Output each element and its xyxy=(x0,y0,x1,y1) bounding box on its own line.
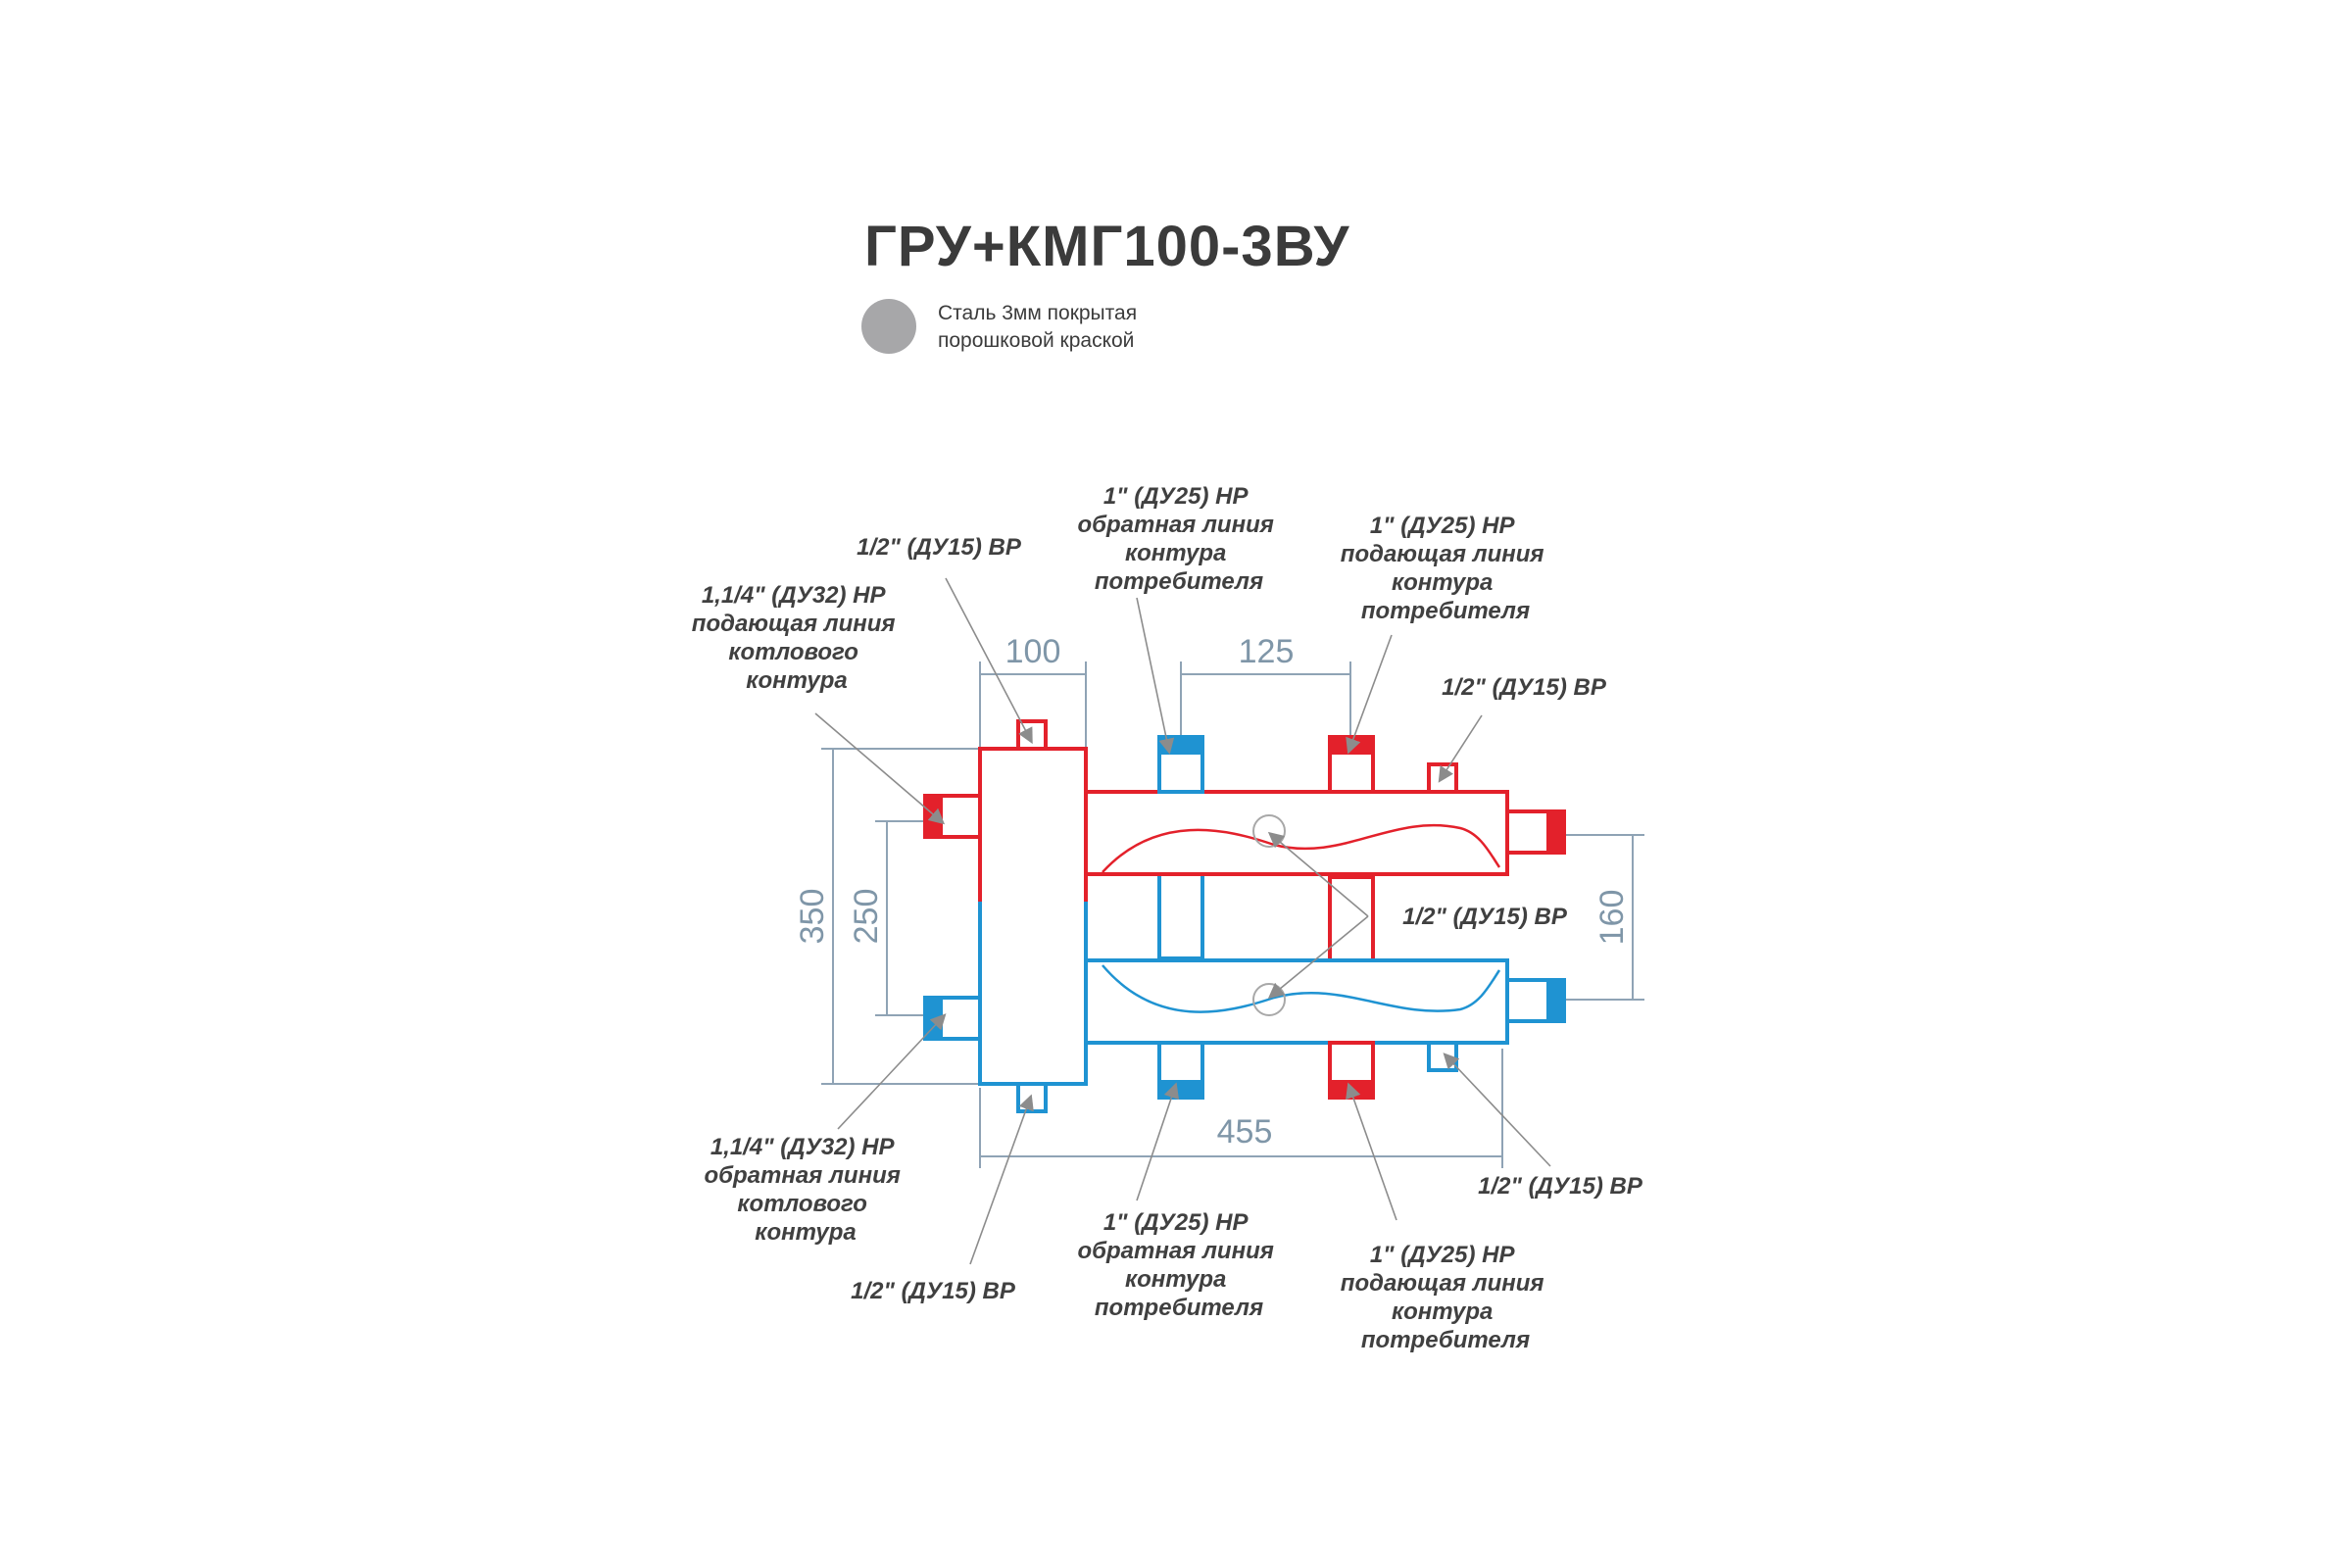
separator-bottom-drain-port xyxy=(1016,1082,1048,1113)
dimension-250: 250 xyxy=(848,889,885,945)
supply-flow-wave xyxy=(1102,823,1501,873)
label-boiler-return: 1,1/4" (ДУ32) НР обратная линия котловог… xyxy=(704,1134,906,1246)
product-title: ГРУ+КМГ100-3ВУ xyxy=(864,215,1350,278)
dimension-160: 160 xyxy=(1593,890,1631,946)
return-collector xyxy=(1084,958,1509,1045)
return-collector-small-port xyxy=(1427,1041,1458,1072)
return-flow-wave xyxy=(1102,964,1501,1013)
dimension-lines xyxy=(821,662,1644,1168)
label-top-left-port: 1/2" (ДУ15) ВР xyxy=(857,534,1022,561)
label-boiler-supply: 1,1/4" (ДУ32) НР подающая линия котловог… xyxy=(692,582,902,694)
supply-collector-small-port xyxy=(1427,762,1458,794)
dimension-100: 100 xyxy=(1005,633,1061,670)
label-top-consumer-supply: 1" (ДУ25) НР подающая линия контура потр… xyxy=(1341,513,1550,624)
supply-collector xyxy=(1084,790,1509,876)
hydraulic-separator xyxy=(980,749,1086,1084)
label-middle-port: 1/2" (ДУ15) ВР xyxy=(1402,904,1568,930)
label-bottom-consumer-supply: 1" (ДУ25) НР подающая линия контура потр… xyxy=(1341,1242,1550,1353)
label-top-right-port: 1/2" (ДУ15) ВР xyxy=(1442,674,1607,701)
label-bottom-right-port: 1/2" (ДУ15) ВР xyxy=(1478,1173,1643,1200)
label-top-consumer-return: 1" (ДУ25) НР обратная линия контура потр… xyxy=(1077,483,1280,595)
dimension-125: 125 xyxy=(1239,633,1295,670)
label-bottom-left-port: 1/2" (ДУ15) ВР xyxy=(851,1278,1016,1304)
dimension-455: 455 xyxy=(1217,1113,1273,1151)
material-color-swatch xyxy=(861,299,916,354)
dimension-350: 350 xyxy=(794,889,831,945)
material-line-1: Сталь 3мм покрытая xyxy=(938,302,1138,324)
material-line-2: порошковой краской xyxy=(938,329,1135,352)
material-description: Сталь 3мм покрытая порошковой краской xyxy=(938,300,1137,355)
manifold-body xyxy=(978,747,1509,1086)
leader-lines xyxy=(814,577,1551,1265)
label-bottom-consumer-return: 1" (ДУ25) НР обратная линия контура потр… xyxy=(1077,1209,1280,1321)
